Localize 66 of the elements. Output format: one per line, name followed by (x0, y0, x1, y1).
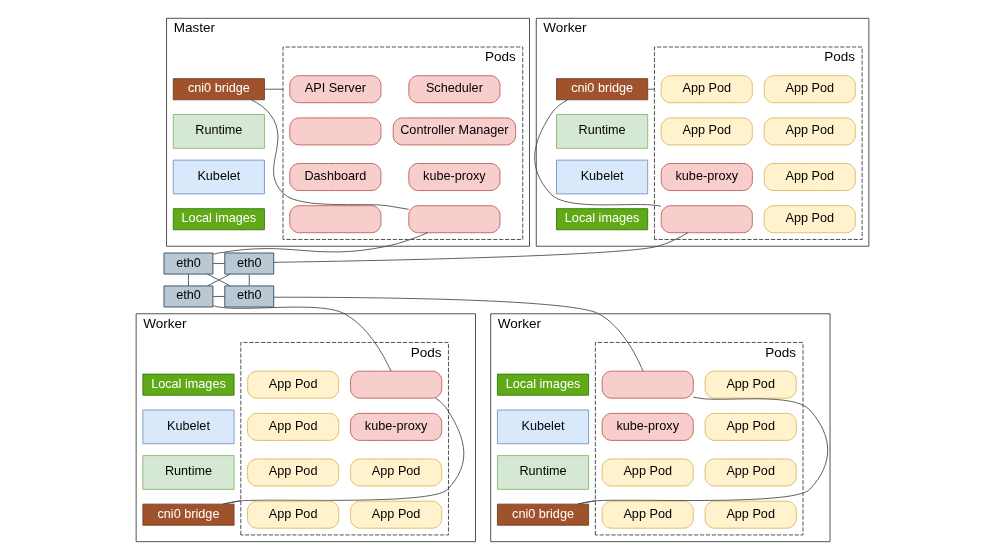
node-box: Local images (556, 208, 649, 231)
connector (273, 232, 689, 263)
node-box: Kubelet (142, 409, 235, 445)
node-box: cni0 bridge (497, 503, 590, 526)
connector (273, 296, 644, 372)
node-box: App Pod (247, 412, 340, 441)
node-box: App Pod (247, 458, 340, 487)
connector (212, 263, 226, 264)
node-box: App Pod (763, 117, 856, 146)
connector (212, 305, 392, 372)
node-box: Controller Manager (392, 117, 516, 146)
connector (250, 99, 410, 210)
node-box: App Pod (350, 458, 443, 487)
node-box: kube-proxy (408, 163, 501, 191)
node-box: Local images (497, 373, 590, 396)
node-box: Kubelet (556, 159, 649, 195)
node-box: kube-proxy (660, 163, 753, 191)
node-box: Scheduler (408, 75, 501, 104)
connector (188, 273, 189, 287)
node-box: App Pod (601, 458, 694, 487)
node-box: kube-proxy (601, 412, 694, 441)
connector (222, 397, 465, 505)
node-box: kube-proxy (350, 412, 443, 441)
connector (222, 500, 242, 505)
node-box (408, 205, 501, 234)
node-box (289, 117, 382, 146)
node-box: App Pod (247, 370, 340, 399)
connector (534, 99, 662, 207)
connector (212, 296, 226, 297)
node-box: cni0 bridge (142, 503, 235, 526)
node-box: App Pod (763, 163, 856, 191)
node-box: Kubelet (172, 159, 265, 195)
node-box: eth0 (163, 252, 214, 275)
connector (647, 88, 655, 90)
node-box: Runtime (172, 114, 265, 149)
node-box: App Pod (247, 500, 340, 529)
node-box: cni0 bridge (172, 78, 265, 101)
node-box: eth0 (163, 285, 214, 308)
node-box: Dashboard (289, 163, 382, 191)
node-box: App Pod (763, 75, 856, 104)
node-box: Runtime (142, 455, 235, 490)
node-box: App Pod (660, 117, 753, 146)
node-box: cni0 bridge (556, 78, 649, 101)
node-box: App Pod (704, 500, 797, 529)
node-box: eth0 (224, 285, 275, 308)
node-box: Local images (172, 208, 265, 231)
node-box: App Pod (601, 500, 694, 529)
connector (248, 273, 250, 287)
node-box (660, 205, 753, 234)
node-box: Runtime (497, 455, 590, 490)
node-box: Local images (142, 373, 235, 396)
connector (264, 88, 284, 90)
node-box: eth0 (224, 252, 275, 275)
node-box: App Pod (350, 500, 443, 529)
node-box: App Pod (704, 370, 797, 399)
node-box (289, 205, 382, 234)
node-box: App Pod (763, 205, 856, 234)
node-box: App Pod (660, 75, 753, 104)
node-box: App Pod (704, 412, 797, 441)
node-box (601, 370, 694, 399)
node-box: App Pod (704, 458, 797, 487)
connector (212, 232, 429, 255)
node-box (350, 370, 443, 399)
node-box: API Server (289, 75, 382, 104)
node-box: Runtime (556, 114, 649, 149)
node-box: Kubelet (497, 409, 590, 445)
